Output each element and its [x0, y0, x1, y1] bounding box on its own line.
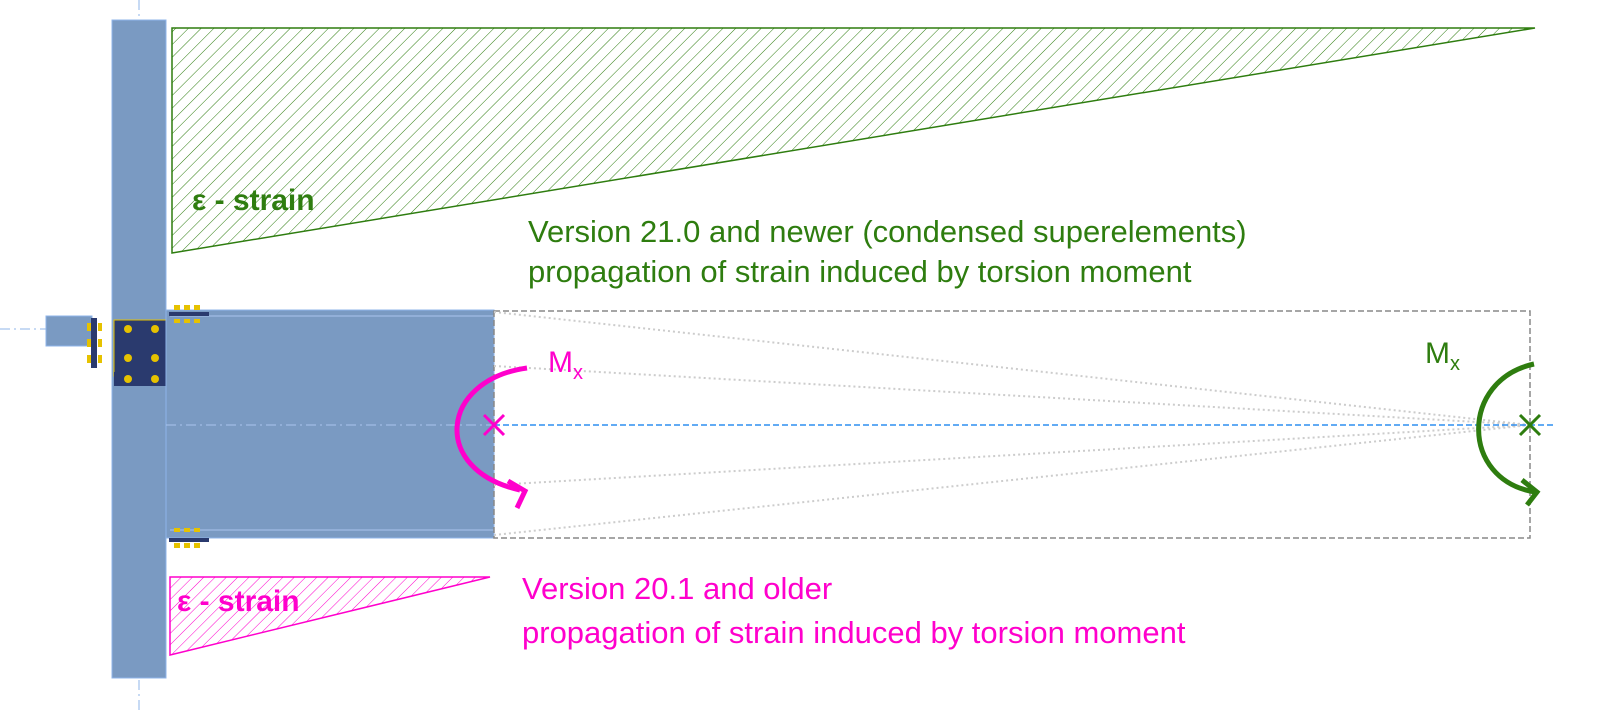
left-beam [45, 315, 93, 347]
moment-symbol: M [548, 346, 573, 379]
left-bolts [87, 323, 102, 363]
end-plate [91, 318, 97, 368]
strain-triangle-old [169, 576, 491, 656]
flange-bolts [174, 305, 200, 548]
moment-subscript: x [573, 362, 583, 384]
torsion-moment-new [1476, 361, 1542, 507]
version-new-title: Version 21.0 and newer (condensed supere… [528, 214, 1247, 249]
flange-plate-top [169, 312, 209, 316]
main-beam [165, 309, 495, 539]
moment-subscript: x [1450, 353, 1460, 375]
strain-label-old: ε - strain [177, 585, 300, 618]
strain-propagation-lines [493, 311, 1531, 536]
torsion-moment-old [454, 365, 529, 510]
column-bolts [124, 325, 159, 383]
version-new-description: propagation of strain induced by torsion… [528, 254, 1192, 289]
strain-label-new: ε - strain [192, 184, 315, 217]
version-old-title: Version 20.1 and older [522, 571, 833, 606]
version-old-description: propagation of strain induced by torsion… [522, 615, 1186, 650]
strain-triangle-new [171, 27, 1536, 254]
moment-label-new: Mx [1425, 337, 1460, 376]
moment-symbol: M [1425, 337, 1450, 370]
flange-plate-bottom [169, 538, 209, 542]
moment-label-old: Mx [548, 346, 583, 385]
